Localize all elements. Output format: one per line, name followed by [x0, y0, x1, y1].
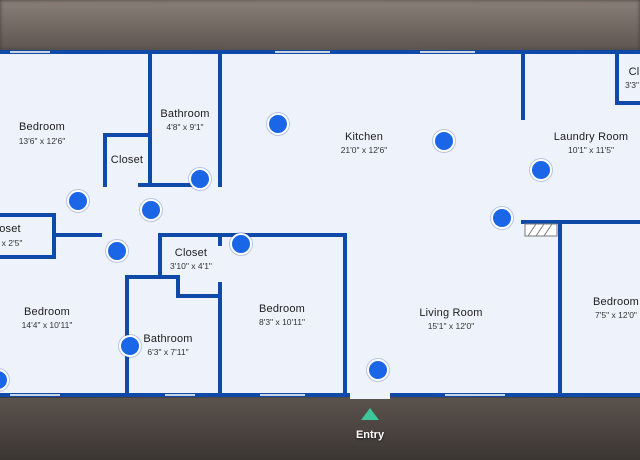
- room-label-living-room: Living Room: [419, 307, 483, 319]
- room-label-bedroom-mid: Bedroom: [258, 303, 306, 315]
- room-dims-closet-mid: 3'10" x 4'1": [170, 261, 212, 271]
- walls: [0, 50, 640, 397]
- hotspot-icon-laundry[interactable]: [530, 159, 552, 181]
- room-dims-living-room: 15'1" x 12'0": [427, 321, 475, 331]
- floor-plan: [0, 50, 640, 399]
- room-label-bathroom-bottom: Bathroom: [143, 333, 193, 345]
- hotspot-icon-hallway-west[interactable]: [106, 240, 128, 262]
- room-label-bedroom-se: Bedroom: [592, 296, 640, 308]
- hotspot-icon-living-room[interactable]: [367, 359, 389, 381]
- room-dims-laundry: 10'1" x 11'5": [568, 145, 614, 155]
- background-bottom: [0, 398, 640, 460]
- hotspot-icon-bathroom-bottom[interactable]: [119, 335, 141, 357]
- entry-label[interactable]: Entry: [355, 429, 385, 441]
- room-dims-closet-left: x 2'5": [1, 238, 23, 248]
- room-label-kitchen: Kitchen: [344, 131, 384, 143]
- room-dims-bedroom-nw: 13'6" x 12'6": [18, 136, 66, 146]
- room-dims-bathroom-bottom: 6'3" x 7'11": [147, 347, 189, 357]
- room-dims-bedroom-se: 7'5" x 12'0": [595, 310, 637, 320]
- room-dims-closet-ne: 3'3": [624, 80, 640, 90]
- room-label-bedroom-nw: Bedroom: [18, 121, 66, 133]
- room-label-closet-left: oset: [0, 223, 21, 235]
- hotspot-icon-bedroom-mid[interactable]: [230, 233, 252, 255]
- room-label-laundry: Laundry Room: [553, 131, 629, 143]
- windows: [10, 51, 505, 396]
- background-top: [0, 0, 640, 50]
- openings: [102, 190, 390, 399]
- hotspot-icon-living-room-north[interactable]: [491, 207, 513, 229]
- hotspot-icon-bedroom-nw[interactable]: [67, 190, 89, 212]
- hotspot-icon-kitchen-east[interactable]: [433, 130, 455, 152]
- hotspot-icon-kitchen-west[interactable]: [267, 113, 289, 135]
- room-label-closet-ne: Cl: [628, 66, 640, 78]
- room-dims-bathroom-top: 4'8" x 9'1": [166, 122, 204, 132]
- room-label-bathroom-top: Bathroom: [160, 108, 210, 120]
- hotspot-icon-hallway[interactable]: [140, 199, 162, 221]
- room-label-bedroom-sw: Bedroom: [23, 306, 71, 318]
- entry-arrow-icon[interactable]: [361, 408, 379, 420]
- room-label-closet-top: Closet: [110, 154, 144, 166]
- room-dims-kitchen: 21'0" x 12'6": [340, 145, 388, 155]
- room-label-closet-mid: Closet: [174, 247, 208, 259]
- hotspot-icon-bathroom-top[interactable]: [189, 168, 211, 190]
- room-dims-bedroom-sw: 14'4" x 10'11": [21, 320, 73, 330]
- laundry-fixture: [524, 223, 558, 237]
- room-dims-bedroom-mid: 8'3" x 10'11": [259, 317, 305, 327]
